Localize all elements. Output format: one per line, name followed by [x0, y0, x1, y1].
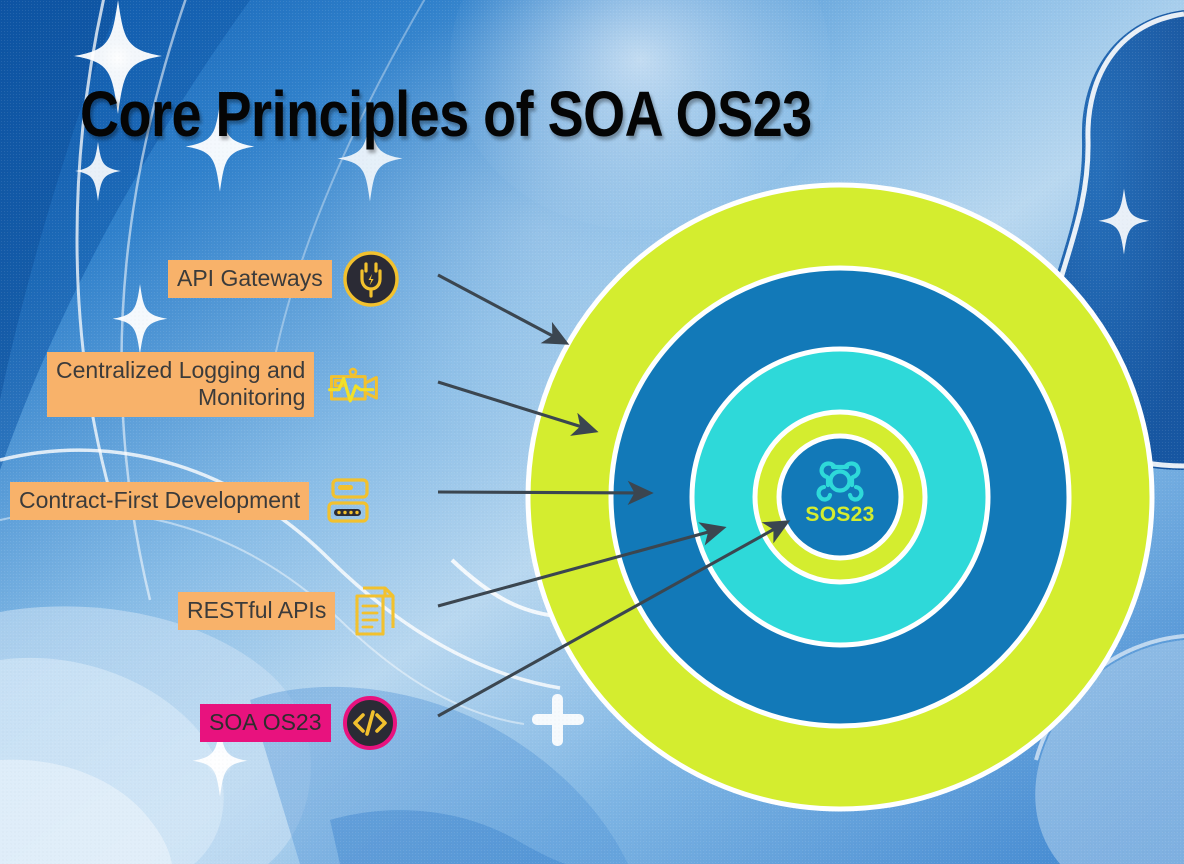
- principle-row-restful-apis[interactable]: RESTful APIs: [178, 582, 403, 640]
- gear-cog-icon: [816, 461, 864, 502]
- principle-label: Centralized Logging and Monitoring: [47, 352, 315, 418]
- code-brackets-icon: [341, 694, 399, 752]
- core-label: SOS23: [805, 503, 875, 526]
- power-plug-icon: [342, 250, 400, 308]
- page-title: Core Principles of SOA OS23: [80, 79, 812, 150]
- principle-label: API Gateways: [168, 259, 332, 299]
- monitoring-camera-icon: [324, 356, 382, 414]
- principle-row-centralized-logging[interactable]: Centralized Logging and Monitoring: [47, 352, 382, 418]
- server-stack-icon: [319, 472, 377, 530]
- principle-row-soa-os23[interactable]: SOA OS23: [200, 694, 399, 752]
- principle-label: Contract-First Development: [10, 481, 310, 521]
- principle-label: RESTful APIs: [178, 591, 336, 631]
- documents-icon: [345, 582, 403, 640]
- principle-row-contract-first[interactable]: Contract-First Development: [10, 472, 377, 530]
- principle-label: SOA OS23: [200, 703, 331, 743]
- principle-row-api-gateways[interactable]: API Gateways: [168, 250, 400, 308]
